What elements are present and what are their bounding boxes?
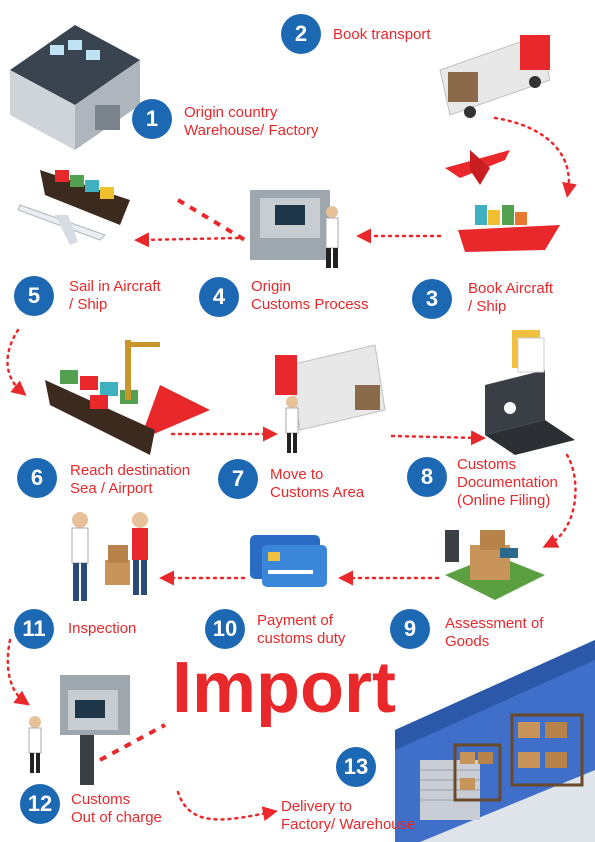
step-1-badge: 1 (132, 99, 172, 139)
step-6-label: Reach destination Sea / Airport (70, 462, 190, 498)
step-11-line-1: Inspection (68, 620, 137, 637)
step-2-label: Book transport (333, 26, 431, 44)
diagram-title: Import (172, 648, 396, 728)
step-10-label: Payment of customs duty (257, 612, 345, 648)
warehouse-icon (10, 25, 140, 150)
step-3-line-2: / Ship (468, 298, 507, 315)
laptop-documents-icon (485, 330, 575, 455)
inspection-workers-icon (71, 512, 148, 601)
arrow-11-to-12 (6, 638, 30, 706)
step-8-label: Customs Documentation (Online Filing) (457, 456, 558, 510)
step-5-label: Sail in Aircraft / Ship (69, 278, 161, 314)
step-8-badge: 8 (407, 457, 447, 497)
step-9-label: Assessment of Goods (445, 615, 543, 651)
destination-warehouse-icon (395, 640, 595, 842)
arrow-2-to-3 (493, 116, 577, 198)
step-7-line-1: Move to (270, 466, 324, 483)
step-9-line-2: Goods (445, 633, 490, 650)
step-2-badge: 2 (281, 14, 321, 54)
step-9-line-1: Assessment of (445, 615, 544, 632)
step-4-line-1: Origin (251, 278, 292, 295)
step-5-line-2: / Ship (69, 296, 108, 313)
step-3-label: Book Aircraft / Ship (468, 280, 553, 316)
truck-worker-icon (275, 344, 386, 453)
step-12-line-1: Customs (71, 791, 131, 808)
aircraft-ship-icon (17, 170, 130, 245)
step-1-label: Origin country Warehouse/ Factory (184, 104, 319, 140)
step-6-line-1: Reach destination (70, 462, 191, 479)
step-5-line-1: Sail in Aircraft (69, 278, 161, 295)
customs-booth-icon (28, 675, 166, 785)
step-13-label: Delivery to Factory/ Warehouse (281, 798, 416, 834)
step-5-badge: 5 (14, 276, 54, 316)
credit-card-icon (250, 535, 327, 587)
truck-icon (439, 34, 551, 118)
step-13-line-2: Factory/ Warehouse (281, 816, 416, 833)
step-6-line-2: Sea / Airport (70, 480, 153, 497)
arrow-8-to-9 (542, 453, 577, 548)
step-12-line-2: Out of charge (71, 809, 162, 826)
step-4-label: Origin Customs Process (251, 278, 369, 314)
arrow-4-to-5 (134, 232, 240, 248)
arrow-5-to-6 (6, 328, 27, 396)
step-3-badge: 3 (412, 279, 452, 319)
step-12-label: Customs Out of charge (71, 791, 162, 827)
step-13-line-1: Delivery to (281, 798, 352, 815)
step-2-line-1: Book transport (333, 26, 431, 43)
step-1-line-2: Warehouse/ Factory (184, 122, 319, 139)
step-8-line-3: (Online Filing) (457, 492, 551, 509)
goods-assessment-icon (445, 530, 545, 600)
step-8-line-1: Customs (457, 456, 517, 473)
step-7-line-2: Customs Area (270, 484, 365, 501)
arrow-7-to-8 (390, 430, 486, 446)
step-1-line-1: Origin country (184, 104, 278, 121)
port-crane-ship-icon (45, 340, 210, 455)
airplane-ship-icon (445, 150, 560, 252)
step-9-badge: 9 (390, 609, 430, 649)
step-10-line-2: customs duty (257, 630, 346, 647)
step-8-line-2: Documentation (457, 474, 558, 491)
customs-gate-icon (176, 190, 339, 268)
step-4-line-2: Customs Process (251, 296, 369, 313)
step-7-label: Move to Customs Area (270, 466, 364, 502)
step-10-badge: 10 (205, 609, 245, 649)
step-13-badge: 13 (336, 747, 376, 787)
step-3-line-1: Book Aircraft (468, 280, 554, 297)
step-12-badge: 12 (20, 784, 60, 824)
arrow-12-to-13 (176, 790, 278, 822)
step-11-label: Inspection (68, 620, 136, 638)
step-10-line-1: Payment of (257, 612, 333, 629)
step-7-badge: 7 (218, 459, 258, 499)
step-4-badge: 4 (199, 277, 239, 317)
step-11-badge: 11 (14, 609, 54, 649)
step-6-badge: 6 (17, 458, 57, 498)
